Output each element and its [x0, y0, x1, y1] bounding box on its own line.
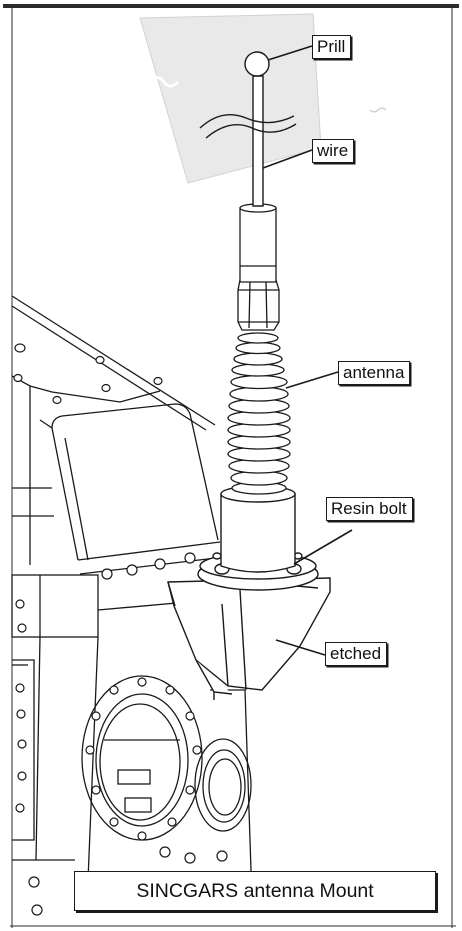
hull-rivets — [13, 343, 228, 916]
antenna-hex-nut — [237, 279, 280, 331]
antenna-tube — [239, 203, 277, 283]
label-antenna: antenna — [338, 361, 411, 385]
antenna-wire — [199, 51, 297, 207]
hatch — [81, 675, 203, 841]
hatch-bolts — [85, 677, 202, 841]
vehicle-hull — [11, 295, 253, 901]
antenna-base-cylinder — [220, 485, 296, 573]
page-border — [3, 4, 459, 928]
label-etched: etched — [325, 642, 388, 666]
antenna-bellows — [227, 330, 291, 495]
label-resin-bolt: Resin bolt — [326, 497, 413, 521]
round-port — [194, 738, 252, 832]
label-prill: Prill — [312, 35, 352, 59]
figure-caption: SINCGARS antenna Mount — [74, 871, 436, 911]
label-wire: wire — [312, 139, 355, 163]
leader-lines — [262, 45, 353, 656]
mount-bracket — [167, 577, 331, 700]
